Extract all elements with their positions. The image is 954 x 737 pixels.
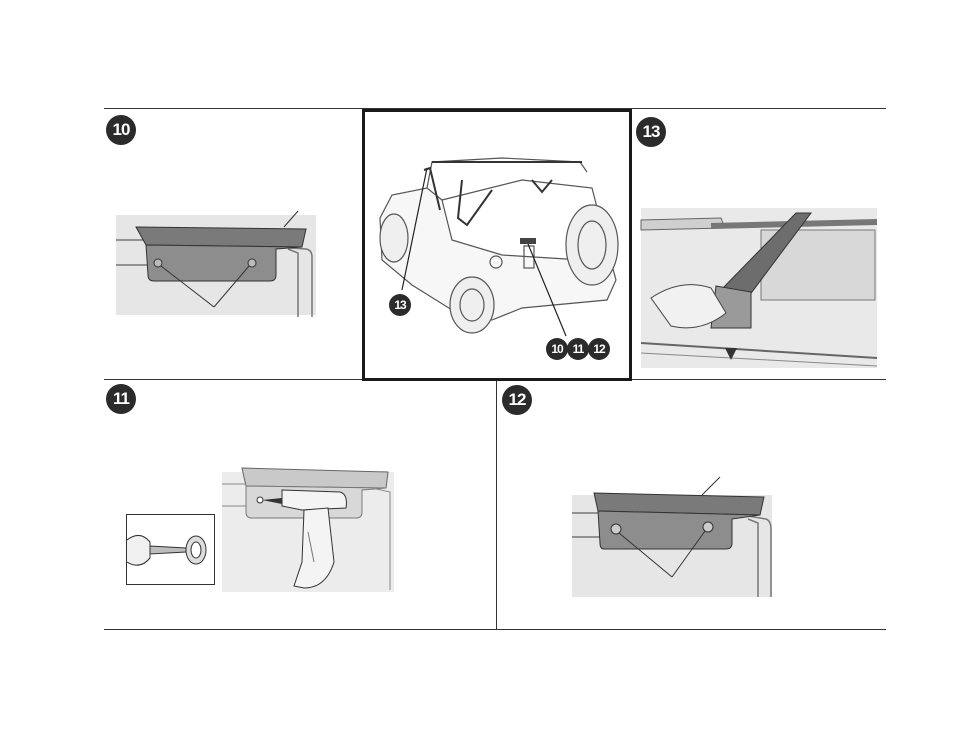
step-12-illustration	[572, 475, 772, 597]
step-badge-11: 11	[106, 384, 136, 414]
step-13-illustration	[641, 208, 877, 368]
lower-divider	[496, 379, 497, 629]
callout-12: 12	[588, 338, 610, 360]
step-badge-12: 12	[502, 385, 532, 415]
step-10-illustration	[116, 205, 316, 320]
jeep-illustration	[372, 150, 622, 340]
callout-10: 10	[546, 338, 568, 360]
step-11-illustration	[222, 462, 394, 592]
step-badge-13: 13	[636, 117, 666, 147]
step-badge-10: 10	[106, 115, 136, 145]
callout-11: 11	[567, 338, 589, 360]
callout-13: 13	[389, 294, 411, 316]
bottom-rule	[104, 629, 886, 630]
drill-bit-detail	[126, 514, 216, 586]
